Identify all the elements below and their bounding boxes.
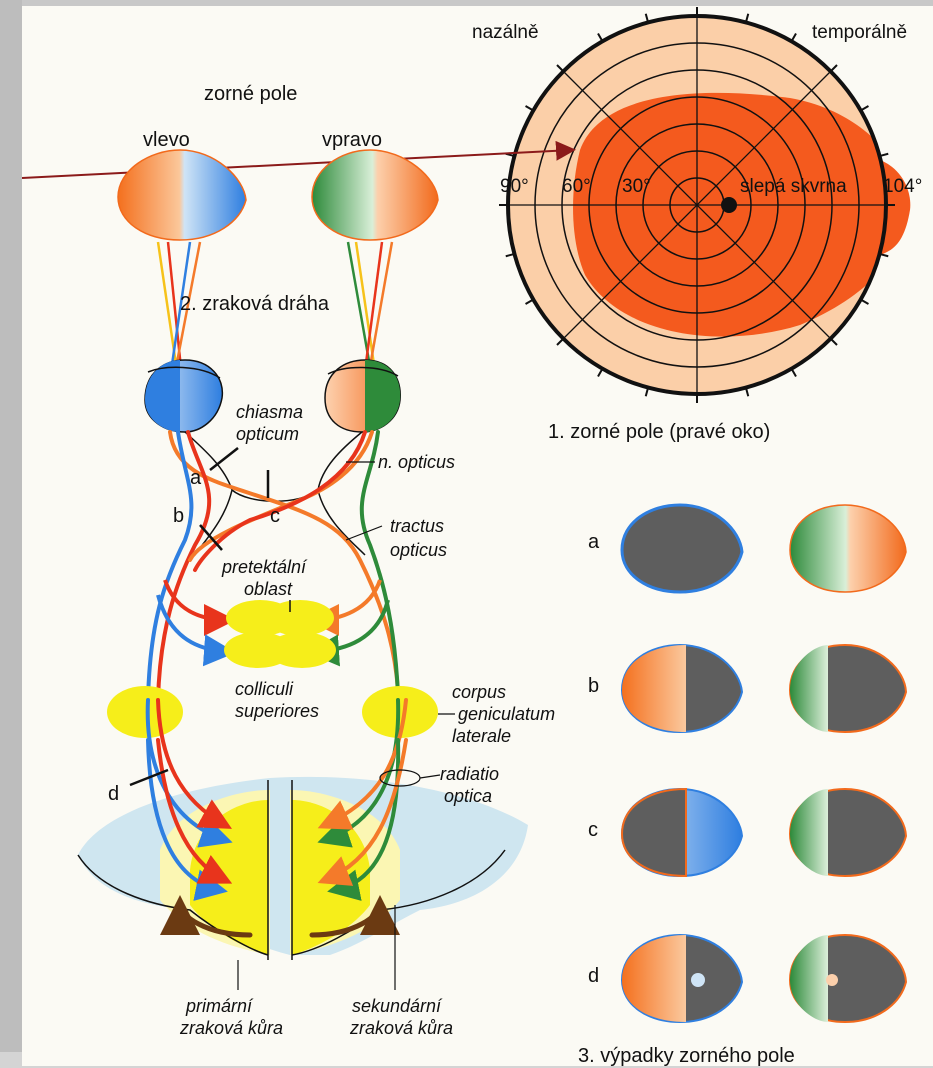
colliculi-label-2: superiores [235, 701, 319, 721]
svg-text:b: b [588, 675, 599, 697]
polar-caption: 1. zorné pole (pravé oko) [548, 421, 770, 443]
polar-tick [792, 34, 797, 42]
defect-row-b: b [588, 645, 906, 732]
polar-meridians [508, 16, 886, 394]
polar-tick [831, 339, 837, 345]
field-title: zorné pole [204, 83, 297, 105]
left-field-label: vlevo [143, 129, 190, 151]
left-eyeball [145, 360, 222, 432]
pretectal-label-2: oblast [244, 579, 293, 599]
deg-104-label: 104° [883, 176, 922, 197]
nervus-opticus-label: n. opticus [378, 452, 455, 472]
defects-caption: 3. výpadky zorného pole [578, 1045, 795, 1066]
polar-field-chart: nazálně temporálně 90° 60° 30° 104° slep… [472, 7, 922, 443]
primary-cortex-label-1: primární [185, 996, 254, 1016]
polar-tick [792, 369, 797, 377]
temporal-label: temporálně [812, 22, 907, 43]
visual-pathway-figure: nazálně temporálně 90° 60° 30° 104° slep… [22, 6, 933, 1066]
defect-row-a: a [588, 505, 906, 592]
tractus-label-2: opticus [390, 540, 447, 560]
lesion-c-label: c [270, 505, 280, 527]
optic-nerve-outline [185, 432, 365, 555]
left-margin-strip [0, 0, 22, 1068]
geniculatum-label-1: corpus [452, 682, 506, 702]
secondary-cortex-label-1: sekundární [352, 996, 443, 1016]
svg-text:d: d [588, 965, 599, 987]
polar-tick [557, 65, 563, 71]
chiasma-label-1: chiasma [236, 402, 303, 422]
geniculatum-label-3: laterale [452, 726, 511, 746]
left-visual-field-eye [118, 150, 246, 240]
blind-spot-marker [721, 197, 737, 213]
deg-60-label: 60° [562, 176, 591, 197]
deg-30-label: 30° [622, 176, 651, 197]
figure-page: nazálně temporálně 90° 60° 30° 104° slep… [22, 6, 933, 1066]
chiasma-label-2: opticum [236, 424, 299, 444]
right-field-label: vpravo [322, 129, 382, 151]
right-visual-field-eye [312, 150, 438, 240]
polar-tick [598, 369, 603, 377]
pathway-title: 2. zraková dráha [180, 293, 330, 315]
polar-tick [526, 106, 534, 111]
polar-tick [831, 65, 837, 71]
lesion-a-label: a [190, 467, 202, 489]
lesion-b-label: b [173, 505, 184, 527]
polar-tick [557, 339, 563, 345]
pointer-arrow [22, 150, 572, 178]
svg-text:a: a [588, 531, 600, 553]
defect-row-c: c [588, 789, 906, 876]
radiatio-label-2: optica [444, 786, 492, 806]
polar-tick [526, 300, 534, 305]
secondary-cortex-label-2: zraková kůra [349, 1018, 453, 1038]
colliculi-superiores [224, 600, 336, 668]
polar-tick [598, 34, 603, 42]
deg-90-label: 90° [500, 176, 529, 197]
left-lgn [107, 686, 183, 738]
nasal-label: nazálně [472, 22, 539, 43]
lesion-d-label: d [108, 783, 119, 805]
polar-tick [861, 300, 869, 305]
geniculatum-label-2: geniculatum [458, 704, 555, 724]
blind-spot-label: slepá skvrna [740, 176, 847, 197]
pretectal-label-1: pretektální [221, 557, 308, 577]
defect-row-d: d [588, 935, 906, 1022]
primary-cortex-label-2: zraková kůra [179, 1018, 283, 1038]
tractus-label-1: tractus [390, 516, 444, 536]
colliculi-label-1: colliculi [235, 679, 294, 699]
radiatio-label-1: radiatio [440, 764, 499, 784]
right-eyeball [325, 360, 400, 432]
svg-text:c: c [588, 819, 598, 841]
polar-tick [861, 106, 869, 111]
